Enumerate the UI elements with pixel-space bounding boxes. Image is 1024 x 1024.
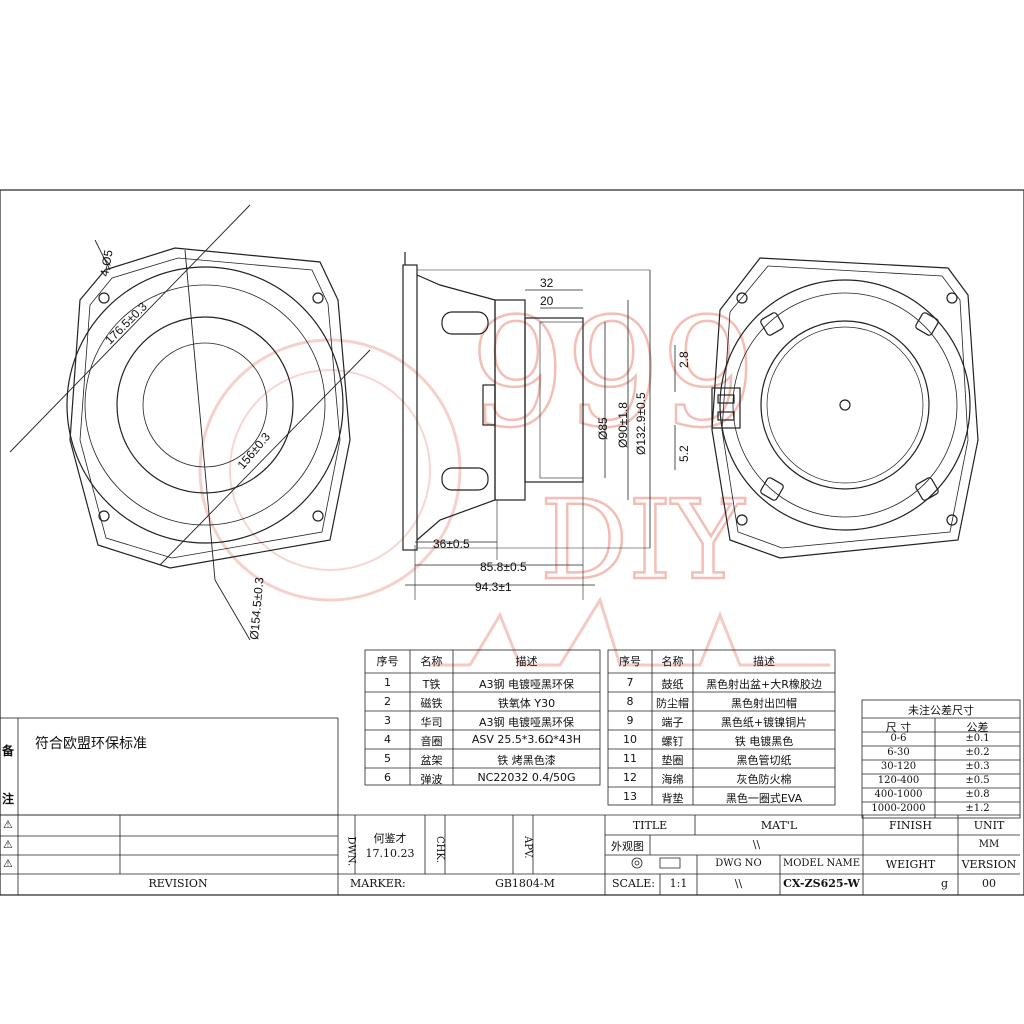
dim-5-2: 5.2 bbox=[677, 445, 691, 462]
dim-32: 32 bbox=[540, 276, 554, 290]
dim-36: 36±0.5 bbox=[433, 537, 470, 551]
front-view bbox=[9, 204, 371, 641]
watermark: 999 DIY bbox=[198, 286, 830, 667]
dim-outer: Ø154.5±0.3 bbox=[247, 576, 266, 640]
tolerance-table bbox=[861, 699, 1021, 819]
dim-inner: 156±0.3 bbox=[235, 430, 274, 472]
dim-94-3: 94.3±1 bbox=[475, 580, 512, 594]
notes-block bbox=[0, 717, 1020, 895]
bom-table-left bbox=[364, 649, 601, 786]
dim-phi90: Ø90±1.8 bbox=[616, 402, 630, 448]
rear-view bbox=[711, 257, 979, 559]
dim-20: 20 bbox=[540, 294, 554, 308]
watermark-bottom: DIY bbox=[540, 476, 746, 604]
dim-phi132: Ø132.9±0.5 bbox=[634, 392, 648, 455]
watermark-top: 999 bbox=[470, 287, 756, 461]
side-view bbox=[402, 252, 676, 600]
dim-holes: 4-Ø5 bbox=[97, 248, 115, 277]
dim-phi85: Ø85 bbox=[596, 417, 610, 440]
dim-85-8: 85.8±0.5 bbox=[480, 560, 527, 574]
title-block bbox=[338, 814, 1020, 895]
bom-table-right bbox=[607, 649, 836, 806]
dim-2-8: 2.8 bbox=[677, 351, 691, 368]
dim-diagonal: 176.5±0.3 bbox=[102, 299, 150, 347]
